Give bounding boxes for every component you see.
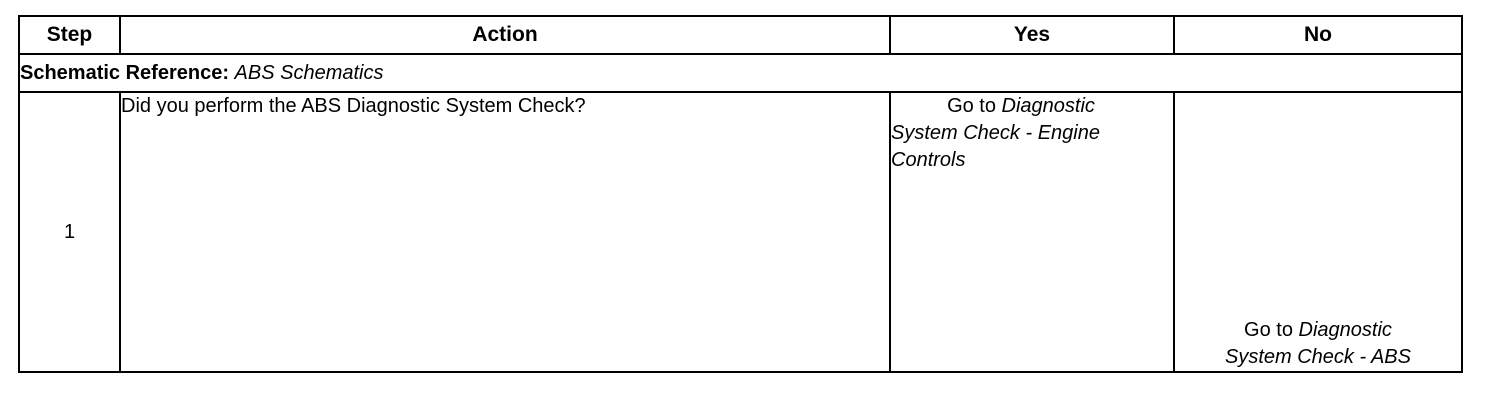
yes-cell: Go to Diagnostic System Check - Engine C… [889, 91, 1175, 373]
header-row: Step Action Yes No [18, 15, 1463, 55]
step-number: 1 [18, 91, 121, 373]
schematic-reference-link[interactable]: ABS Schematics [234, 61, 384, 84]
no-link-part-2: System Check - ABS [1225, 346, 1411, 368]
header-yes: Yes [889, 15, 1175, 55]
no-link-part-1: Diagnostic [1298, 319, 1392, 341]
no-line-1: Go to Diagnostic [1225, 317, 1411, 344]
table-row: 1 Did you perform the ABS Diagnostic Sys… [18, 91, 1463, 373]
yes-link-part-3: Controls [891, 149, 966, 171]
schematic-reference-label: Schematic Reference: [20, 61, 229, 84]
diagnostic-table: Step Action Yes No Schematic Reference: … [18, 15, 1463, 373]
header-step: Step [18, 15, 121, 55]
header-action: Action [119, 15, 891, 55]
yes-link-part-2: System Check - Engine [891, 122, 1100, 144]
yes-link-part-1: Diagnostic [1001, 95, 1095, 117]
yes-result[interactable]: Go to Diagnostic System Check - Engine C… [891, 93, 1151, 174]
schematic-reference: Schematic Reference: ABS Schematics [18, 53, 1463, 93]
no-cell: Go to Diagnostic System Check - ABS [1173, 91, 1463, 373]
schematic-reference-row: Schematic Reference: ABS Schematics [18, 53, 1463, 93]
yes-line-1: Go to Diagnostic [891, 93, 1151, 120]
no-result[interactable]: Go to Diagnostic System Check - ABS [1225, 317, 1411, 371]
no-lead: Go to [1244, 319, 1293, 341]
header-no: No [1173, 15, 1463, 55]
action-text: Did you perform the ABS Diagnostic Syste… [119, 91, 891, 373]
yes-lead: Go to [947, 95, 996, 117]
